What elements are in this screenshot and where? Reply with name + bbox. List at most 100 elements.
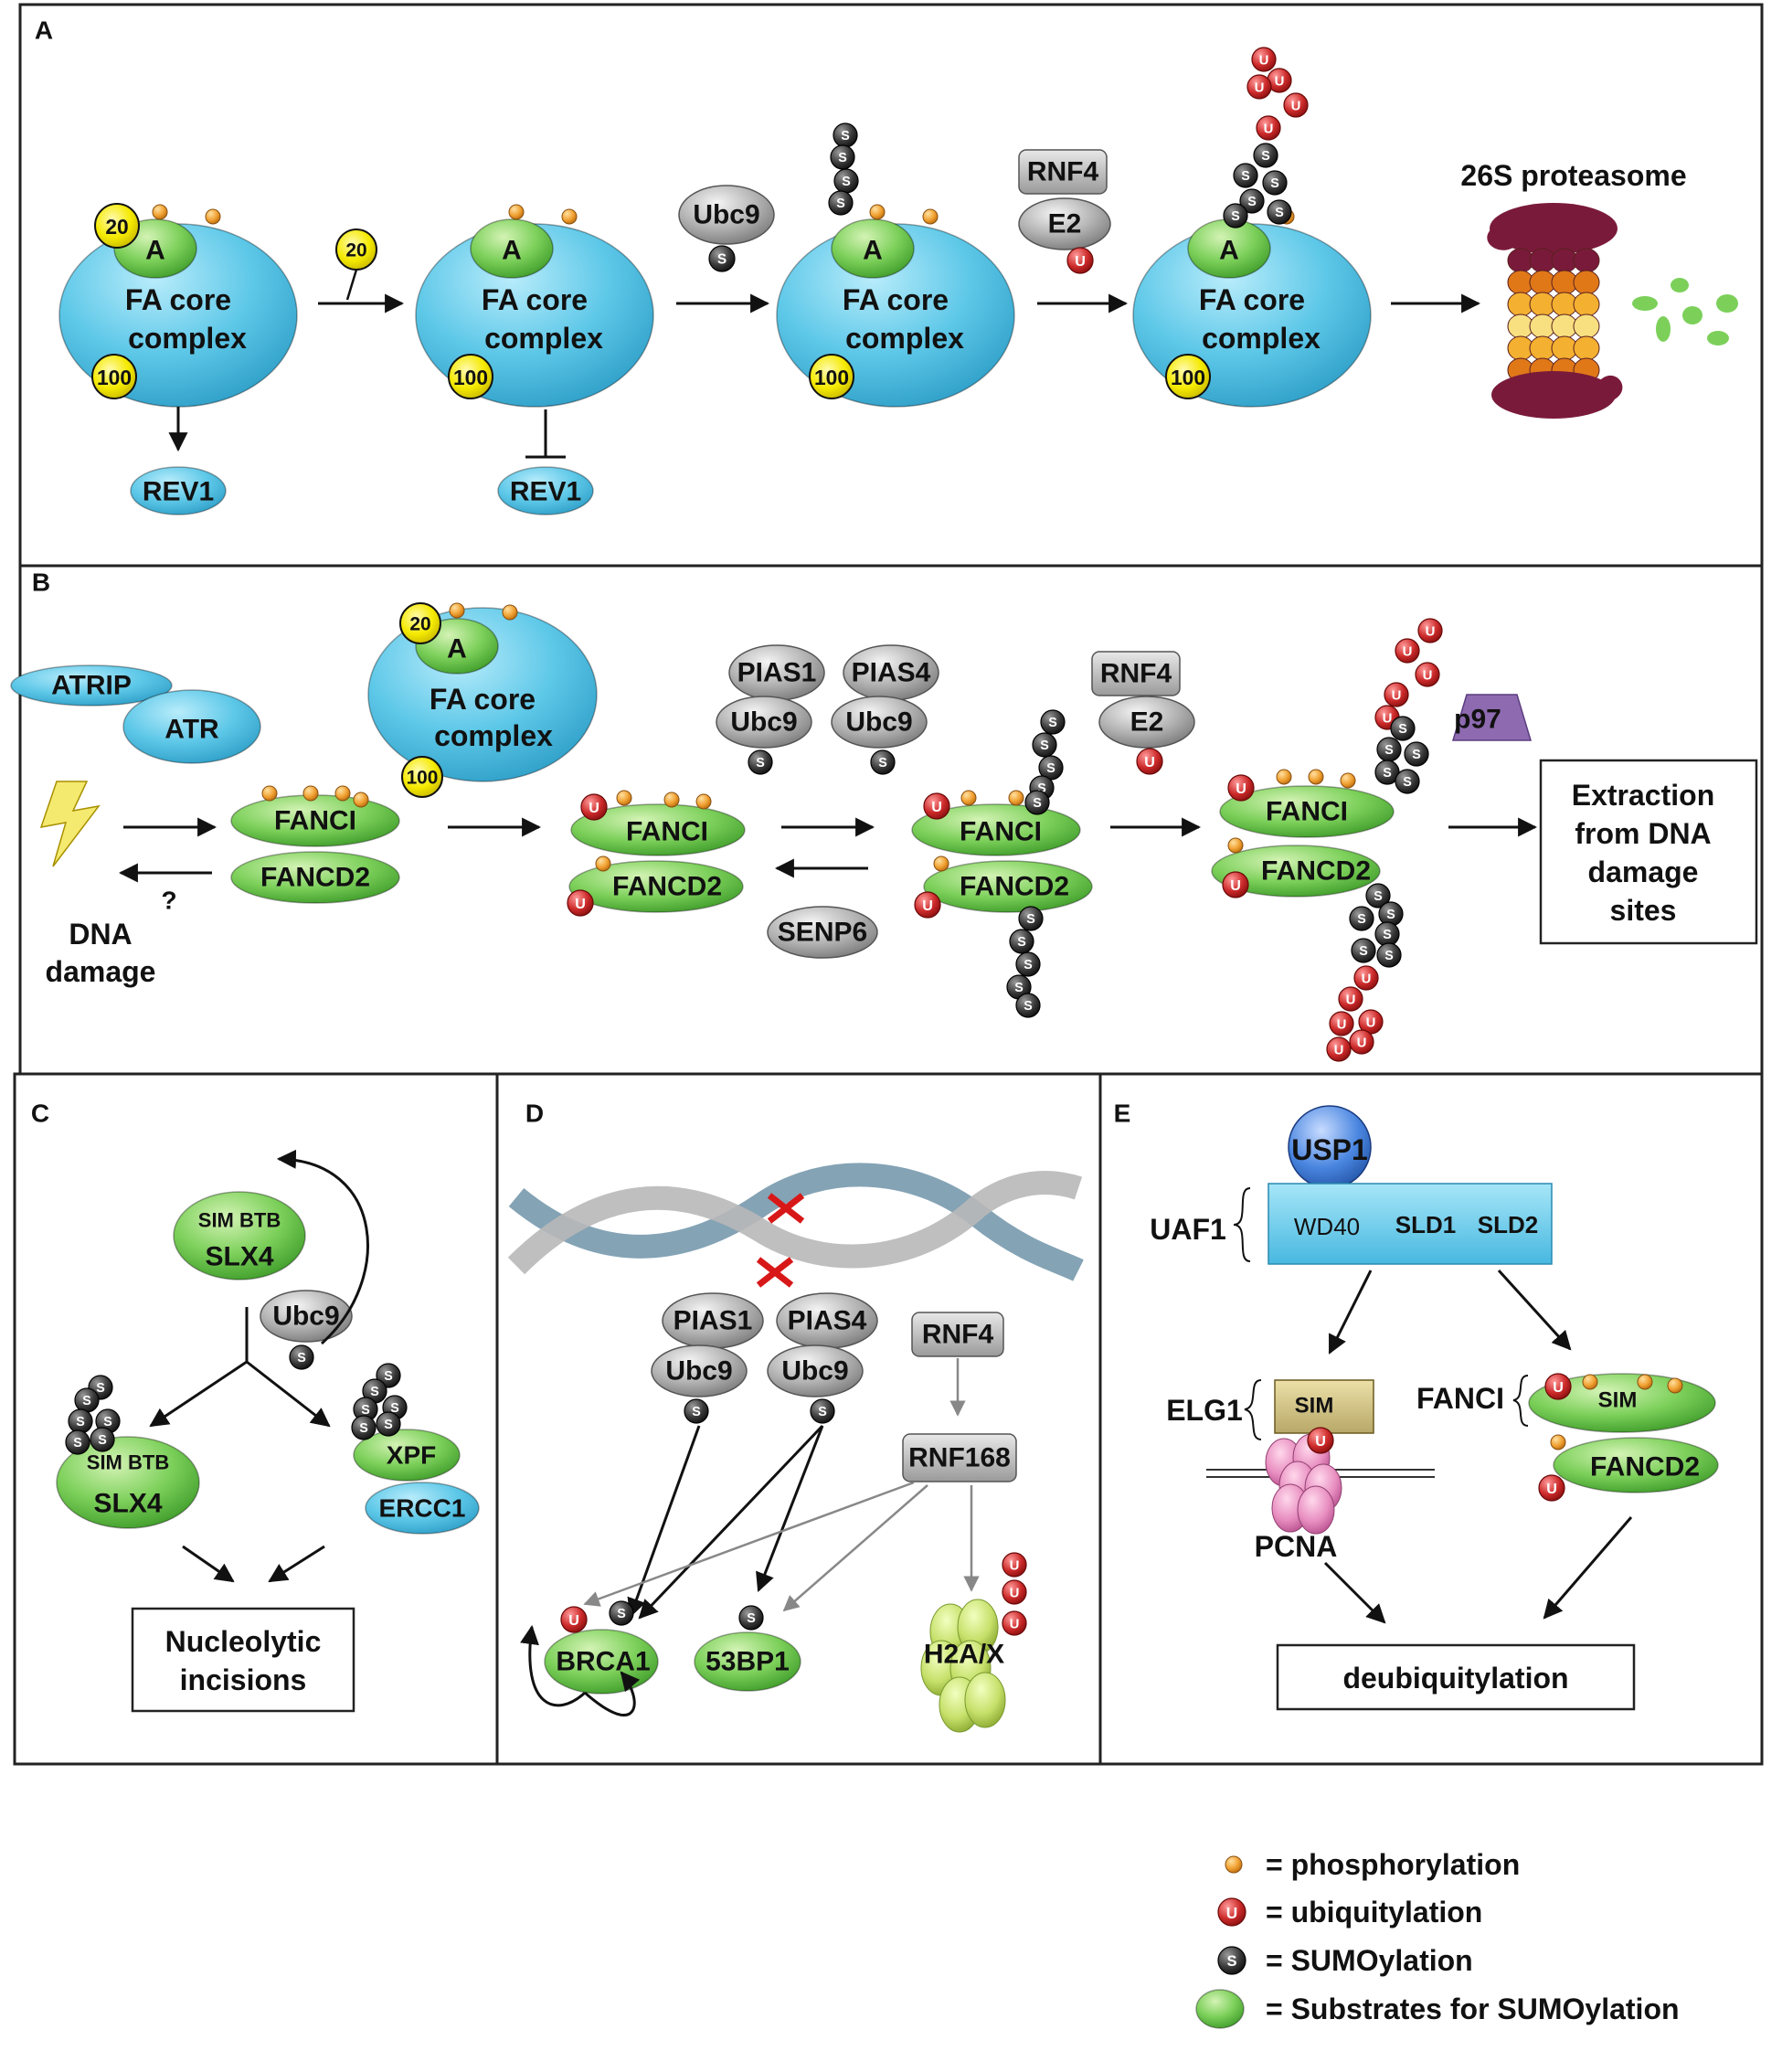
phosphorylation-mark <box>1340 772 1356 789</box>
ubc9-label: Ubc9 <box>693 200 759 230</box>
dna-damage-text: DNA <box>69 918 132 951</box>
subunit-a-label: A <box>145 236 165 266</box>
rnf168-label: RNF168 <box>908 1443 1011 1473</box>
ubiquitin-mark <box>567 889 594 917</box>
ubiquitin-label: U <box>1346 993 1356 1008</box>
ubiquitin-mark <box>1002 1579 1027 1605</box>
arrow <box>1323 1561 1386 1624</box>
sumo-label: S <box>384 1369 393 1384</box>
ubiquitin-label: U <box>568 1612 579 1629</box>
phosphorylation-mark <box>449 602 465 619</box>
sumo-mark <box>1239 188 1265 214</box>
rnf4 <box>1091 651 1181 696</box>
sumo-mark <box>65 1429 90 1455</box>
fanci-label: FANCI <box>274 806 356 836</box>
ubiquitin-label: U <box>1423 668 1433 684</box>
ubiquitin-label: U <box>1553 1379 1564 1396</box>
sim-label: SIM <box>1598 1388 1638 1413</box>
sumo-label: S <box>98 1433 107 1448</box>
sumo-label: S <box>96 1381 105 1396</box>
sumo-label: S <box>1040 738 1049 753</box>
nucleolytic-text: incisions <box>180 1663 307 1696</box>
panel-e-frame <box>1098 1072 1764 1766</box>
tag-label: 20 <box>345 240 366 261</box>
ubiquitin-label: U <box>1010 1558 1020 1574</box>
sumo-label: S <box>841 129 850 143</box>
sumo-mark <box>1404 741 1429 767</box>
ubiquitin-label: U <box>1264 122 1274 137</box>
subunit-a-label: A <box>1219 236 1239 266</box>
phosphorylation-mark <box>561 208 578 225</box>
sumo-label: S <box>617 1607 626 1621</box>
phosphorylation-mark <box>205 208 221 225</box>
phosphorylation-mark <box>508 204 525 220</box>
sumo-mark <box>810 1398 835 1424</box>
sumo-label: S <box>756 756 765 770</box>
p97-shape <box>1451 694 1533 741</box>
legend-item: = ubiquitylation <box>1266 1896 1482 1929</box>
ubiquitin-mark <box>1353 965 1379 991</box>
subunit-a-label: A <box>863 236 883 266</box>
fancd2-label: FANCD2 <box>612 872 722 902</box>
brca1-label: BRCA1 <box>556 1647 650 1677</box>
sumo-mark <box>1351 938 1376 963</box>
peptide-fragment <box>1716 294 1738 313</box>
lightning-icon <box>39 781 101 867</box>
ubiquitin-mark <box>1349 1029 1374 1055</box>
fa-core-text: complex <box>1202 322 1321 355</box>
phosphorylation-mark <box>1582 1374 1598 1390</box>
sumo-mark <box>870 749 896 775</box>
sumo-mark <box>684 1398 709 1424</box>
histone <box>964 1672 1006 1728</box>
sumo-mark <box>708 245 736 272</box>
phosphorylation-mark <box>302 785 319 802</box>
sumo-mark <box>376 1411 401 1437</box>
ubc9 <box>678 185 775 245</box>
sumo-mark <box>1253 143 1278 168</box>
ubiquitin-label: U <box>1337 1017 1347 1033</box>
ubiquitin-mark <box>1227 774 1255 802</box>
sumo-label: S <box>76 1415 85 1429</box>
ubiquitin-label: U <box>1334 1043 1344 1058</box>
ubiquitin-label: U <box>922 898 933 914</box>
proteasome-label: 26S proteasome <box>1460 159 1686 192</box>
phosphorylation-mark <box>353 792 369 808</box>
tag-circle <box>809 354 854 399</box>
sumo-mark <box>1223 203 1248 228</box>
sumo-label: S <box>1024 958 1033 972</box>
ubiquitin-label: U <box>1357 1036 1367 1051</box>
ubiquitin-label: U <box>1362 972 1372 987</box>
panel-b-label: B <box>32 568 50 597</box>
phosphorylation-mark <box>595 855 611 872</box>
sumo-label: S <box>1033 796 1042 811</box>
ubiquitin-mark <box>580 793 608 821</box>
sumo-mark <box>1349 906 1374 931</box>
deubiquitylation-text: deubiquitylation <box>1342 1662 1568 1695</box>
rnf4-label: RNF4 <box>922 1320 994 1350</box>
ubiquitin-label: U <box>1426 624 1436 640</box>
arrow-brca1-self <box>520 1624 587 1707</box>
ubiquitin-label: U <box>1010 1586 1020 1601</box>
ubiquitin-mark <box>1246 74 1272 100</box>
sumo-label: S <box>818 1405 827 1419</box>
sumo-label: S <box>82 1394 91 1408</box>
arrow <box>1328 1270 1373 1355</box>
fa-core-text: FA core <box>430 683 536 716</box>
sumo-label: S <box>1403 775 1412 790</box>
tag-label: 100 <box>814 366 849 389</box>
slx4 <box>56 1436 200 1529</box>
phosphorylation-mark <box>1667 1377 1683 1394</box>
fanci-label: FANCI <box>1416 1382 1504 1415</box>
fancd2-label: FANCD2 <box>1590 1452 1700 1482</box>
proteasome-ring <box>1573 335 1600 361</box>
fa-core-text: FA core <box>843 283 949 316</box>
ubc9-label: Ubc9 <box>730 707 797 738</box>
sumo-label: S <box>361 1403 370 1418</box>
panel-frames <box>13 3 1764 1766</box>
bracket <box>1233 1187 1251 1262</box>
phosphorylation-mark <box>1276 769 1292 785</box>
sumo-label: S <box>1037 781 1046 796</box>
tag-label: 100 <box>97 366 132 389</box>
h2ax-label: H2A/X <box>924 1640 1004 1670</box>
